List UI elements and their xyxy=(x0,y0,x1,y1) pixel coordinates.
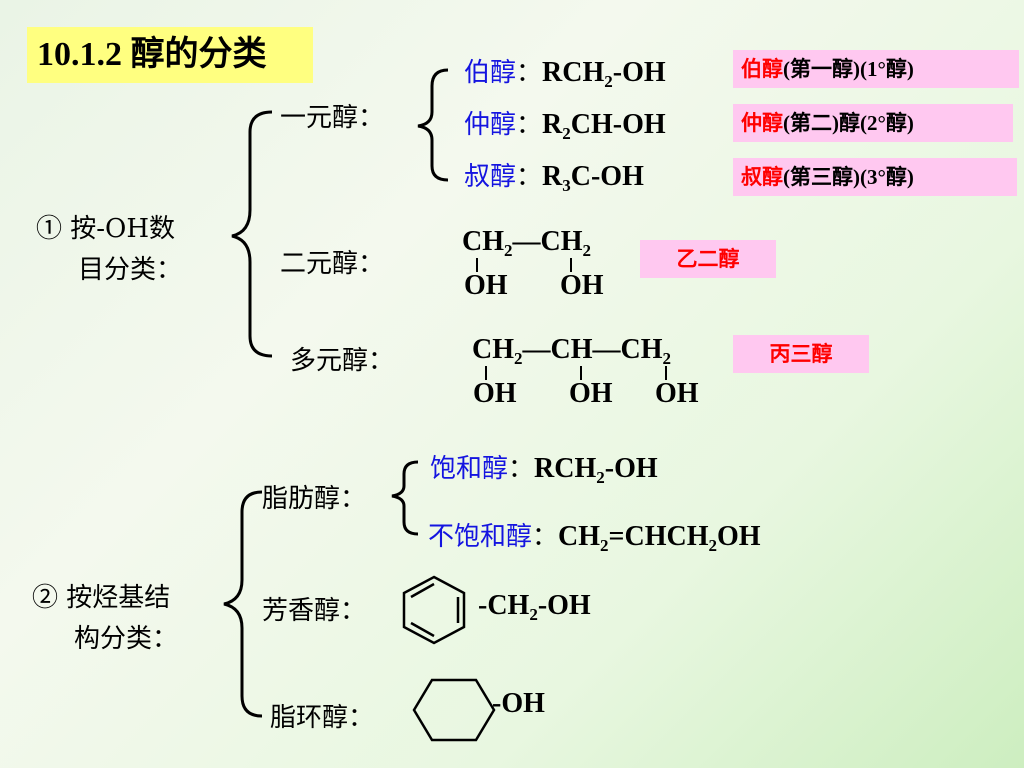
section1-label: ① 按-OH数 目分类： xyxy=(36,208,182,286)
di-label: 二元醇： xyxy=(280,249,385,279)
aromatic-label: 芳香醇： xyxy=(262,596,367,626)
saturated-sep: ： xyxy=(508,454,535,484)
ethylene-glycol-top: CH2—CH2 xyxy=(462,226,591,260)
alicyclic-formula: -OH xyxy=(492,688,545,719)
saturated-alcohol-row: 饱和醇：RCH2-OH xyxy=(430,448,658,487)
tertiary-sep: ： xyxy=(516,162,543,192)
unsaturated-name: 不饱和醇 xyxy=(428,522,533,552)
ethylene-glycol-oh1: OH xyxy=(464,270,508,301)
secondary-tag-rest: (第二)醇(2°醇) xyxy=(783,111,914,135)
section1-label-line1: ① 按-OH数 xyxy=(36,214,176,244)
brace-section1 xyxy=(231,110,273,358)
secondary-formula: R2CH-OH xyxy=(542,109,666,143)
section2-label-line1: ② 按烃基结 xyxy=(32,583,171,613)
brace-section2 xyxy=(223,490,263,718)
section1-label-line2: 目分类： xyxy=(78,255,183,285)
unsaturated-formula: CH2=CHCH2OH xyxy=(558,521,761,555)
tertiary-formula: R3C-OH xyxy=(542,161,644,195)
brace-mono xyxy=(417,68,449,182)
primary-tag: 伯醇(第一醇)(1°醇) xyxy=(733,50,1019,88)
secondary-sep: ： xyxy=(516,110,543,140)
saturated-formula: RCH2-OH xyxy=(534,453,658,487)
alicyclic-label: 脂环醇： xyxy=(270,703,375,733)
benzene-ring-icon xyxy=(402,575,466,645)
saturated-name: 饱和醇 xyxy=(430,454,509,484)
poly-label: 多元醇： xyxy=(290,346,395,376)
ethylene-glycol-tag: 乙二醇 xyxy=(640,240,776,278)
tertiary-tag: 叔醇(第三醇)(3°醇) xyxy=(733,158,1017,196)
secondary-tag-red: 仲醇 xyxy=(741,111,783,135)
ethylene-glycol-oh2: OH xyxy=(560,270,604,301)
secondary-alcohol-row: 仲醇：R2CH-OH xyxy=(464,104,666,143)
brace-aliphatic xyxy=(391,460,419,536)
glycerol-top: CH2—CH—CH2 xyxy=(472,334,671,368)
tertiary-alcohol-row: 叔醇：R3C-OH xyxy=(464,156,644,195)
section2-label: ② 按烃基结 构分类： xyxy=(32,577,178,655)
tertiary-tag-red: 叔醇 xyxy=(741,165,783,189)
glycerol-oh2: OH xyxy=(569,378,613,409)
page-title: 10.1.2 醇的分类 xyxy=(27,27,313,83)
glycerol-oh1: OH xyxy=(473,378,517,409)
primary-tag-rest: (第一醇)(1°醇) xyxy=(783,57,914,81)
primary-name: 伯醇 xyxy=(464,58,517,88)
primary-formula: RCH2-OH xyxy=(542,57,666,91)
primary-sep: ： xyxy=(516,58,543,88)
secondary-name: 仲醇 xyxy=(464,110,517,140)
secondary-tag: 仲醇(第二)醇(2°醇) xyxy=(733,104,1013,142)
section2-label-line2: 构分类： xyxy=(74,624,179,654)
tertiary-tag-rest: (第三醇)(3°醇) xyxy=(783,165,914,189)
tertiary-name: 叔醇 xyxy=(464,162,517,192)
unsaturated-sep: ： xyxy=(532,522,559,552)
aromatic-formula: -CH2-OH xyxy=(478,590,591,624)
primary-alcohol-row: 伯醇：RCH2-OH xyxy=(464,52,666,91)
mono-label: 一元醇： xyxy=(280,103,385,133)
unsaturated-alcohol-row: 不饱和醇：CH2=CHCH2OH xyxy=(428,516,761,555)
primary-tag-red: 伯醇 xyxy=(741,57,783,81)
aliphatic-label: 脂肪醇： xyxy=(262,484,367,514)
glycerol-tag: 丙三醇 xyxy=(733,335,869,373)
glycerol-oh3: OH xyxy=(655,378,699,409)
cyclohexane-ring-icon xyxy=(412,678,496,742)
